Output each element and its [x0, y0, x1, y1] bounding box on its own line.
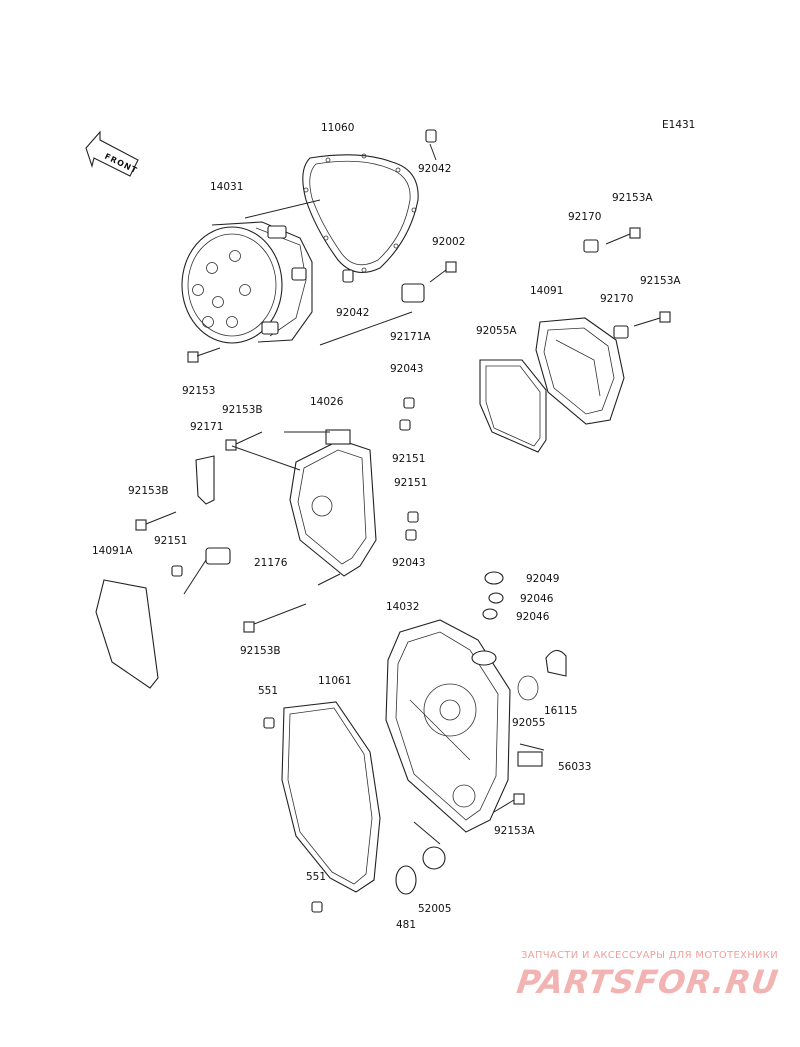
callout-92151-mid: 92151 — [394, 477, 427, 489]
circlip-481 — [395, 865, 417, 895]
callout-92043: 92043 — [390, 363, 423, 375]
bolt-92002 — [429, 261, 457, 283]
cover-14091 — [535, 317, 625, 425]
callout-14091: 14091 — [530, 285, 563, 297]
gasket-92055A — [479, 359, 547, 453]
callout-92153A-bottom: 92153A — [494, 825, 535, 837]
callout-21176: 21176 — [254, 557, 288, 569]
callout-14032: 14032 — [386, 601, 419, 613]
diagram-id: E1431 — [662, 119, 695, 131]
callout-92151-lower: 92151 — [154, 535, 187, 547]
pin-92151 — [171, 565, 183, 577]
collar-92043 — [403, 397, 415, 409]
callout-92153B-lower: 92153B — [240, 645, 281, 657]
clutch-cover-14032 — [385, 619, 511, 833]
callout-92055A: 92055A — [476, 325, 517, 337]
callout-52005: 52005 — [418, 903, 451, 915]
callout-92153B-mid: 92153B — [128, 485, 169, 497]
clamp-92171A — [401, 283, 425, 303]
o-ring-92055 — [517, 675, 539, 701]
callout-551: 551 — [258, 685, 278, 697]
cap-16115 — [545, 649, 567, 677]
bolt-92153B-lower — [243, 603, 307, 633]
bolt-92153B-upper — [225, 431, 263, 451]
dowel-pin-551 — [311, 901, 323, 913]
bearing-52005 — [422, 846, 446, 870]
callout-92171: 92171 — [190, 421, 223, 433]
callout-92170: 92170 — [568, 211, 601, 223]
callout-92171A: 92171A — [390, 331, 431, 343]
front-arrow-icon: FRONT — [85, 130, 139, 177]
callout-16115: 16115 — [544, 705, 577, 717]
bolt-92153A-bottom — [493, 793, 525, 813]
callout-92042-lower: 92042 — [336, 307, 369, 319]
callout-551-lower: 551 — [306, 871, 326, 883]
cover-14026 — [289, 429, 377, 577]
cover-14091A — [95, 579, 159, 689]
callout-92153A: 92153A — [612, 192, 653, 204]
callout-56033: 56033 — [558, 761, 591, 773]
clamp-92170 — [613, 325, 629, 339]
callout-11060: 11060 — [321, 122, 354, 134]
watermark-tagline: ЗАПЧАСТИ И АКСЕССУАРЫ ДЛЯ МОТОТЕХНИКИ — [521, 950, 778, 961]
callout-92042: 92042 — [418, 163, 451, 175]
dowel-pin-92042 — [342, 269, 354, 283]
callout-92170-right: 92170 — [600, 293, 633, 305]
gasket-11061 — [281, 701, 381, 893]
seal-92049 — [484, 571, 504, 585]
bolt-92153B-mid — [135, 511, 177, 531]
callout-92049: 92049 — [526, 573, 559, 585]
bolt-92153A-upper — [605, 227, 641, 245]
callout-92002: 92002 — [432, 236, 465, 248]
seal-92046 — [482, 608, 498, 620]
collar-92043 — [405, 529, 417, 541]
callout-92153B: 92153B — [222, 404, 263, 416]
label-56033 — [517, 751, 543, 767]
sensor-21176 — [183, 547, 231, 595]
clamp-92170 — [583, 239, 599, 253]
callout-92043-lower: 92043 — [392, 557, 425, 569]
callout-14031: 14031 — [210, 181, 243, 193]
callout-14026: 14026 — [310, 396, 344, 408]
dowel-pin-92042 — [425, 129, 437, 143]
pin-92151 — [407, 511, 419, 523]
gasket-11060 — [302, 153, 419, 274]
dowel-pin-551 — [263, 717, 275, 729]
callout-92046: 92046 — [520, 593, 554, 605]
bolt-92153A-lower — [633, 311, 671, 327]
callout-14091A: 14091A — [92, 545, 133, 557]
callout-11061: 11061 — [318, 675, 351, 687]
callout-92055: 92055 — [512, 717, 545, 729]
watermark-logo: PARTSFOR.RU — [513, 963, 781, 1001]
generator-cover-14031 — [181, 221, 313, 344]
callout-92153A-right: 92153A — [640, 275, 681, 287]
callout-481: 481 — [396, 919, 416, 931]
bolt-92153 — [187, 347, 221, 363]
callout-92151: 92151 — [392, 453, 425, 465]
bracket-92171 — [195, 455, 215, 505]
seal-92046 — [488, 592, 504, 604]
callout-92046-lower: 92046 — [516, 611, 550, 623]
pin-92151 — [399, 419, 411, 431]
callout-92153: 92153 — [182, 385, 215, 397]
